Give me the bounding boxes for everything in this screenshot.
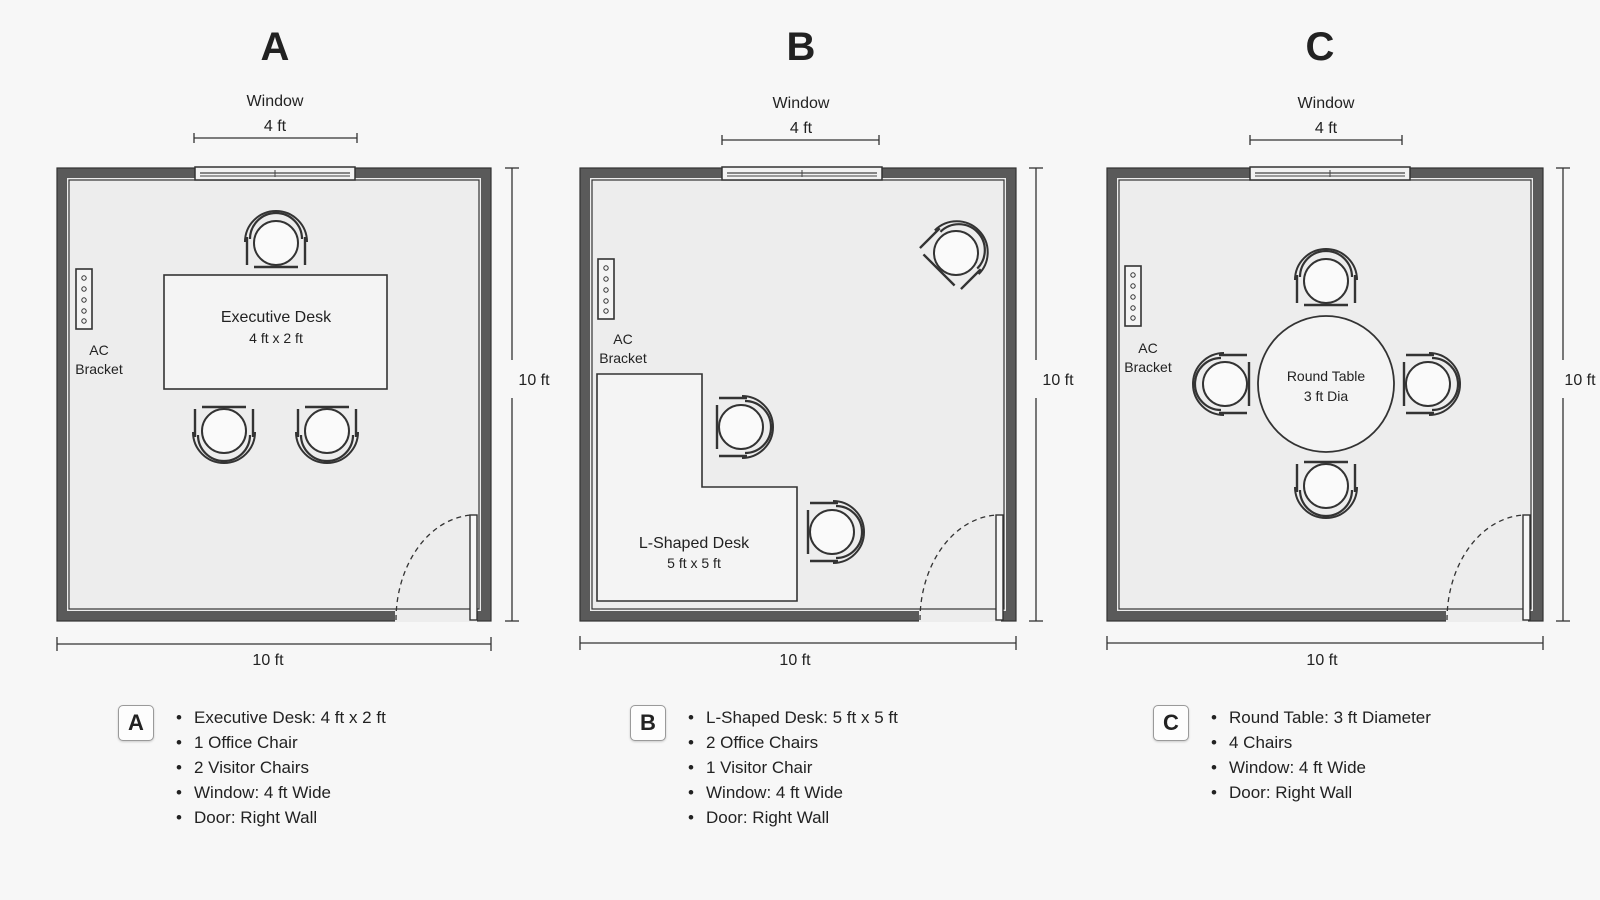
plan-c-ac-label-1: AC bbox=[1138, 340, 1157, 356]
plan-b-width-dimension bbox=[579, 636, 1017, 650]
plan-b-door bbox=[919, 514, 1004, 622]
plan-c-title: C bbox=[1306, 25, 1335, 69]
list-item: 4 Chairs bbox=[1211, 730, 1431, 755]
plan-b-window-label: Window bbox=[773, 95, 830, 112]
plan-b-desk-label-1: L-Shaped Desk bbox=[639, 535, 750, 552]
plan-c-legend-badge: C bbox=[1153, 705, 1189, 741]
plan-a-executive-desk bbox=[163, 274, 388, 390]
plan-b-height-dimension bbox=[1029, 167, 1043, 622]
plan-c-legend-list: Round Table: 3 ft Diameter 4 Chairs Wind… bbox=[1211, 705, 1431, 805]
plan-c-table-label-1: Round Table bbox=[1287, 368, 1366, 384]
plan-b-width-label: 10 ft bbox=[779, 652, 811, 669]
plan-c-round-table bbox=[1257, 315, 1395, 453]
plan-a-window-label: Window bbox=[247, 93, 304, 110]
plan-b-window bbox=[721, 166, 883, 181]
plan-a-ac-bracket bbox=[75, 268, 93, 330]
plan-a-desk-label-1: Executive Desk bbox=[221, 309, 332, 326]
plan-c-window bbox=[1249, 166, 1411, 181]
plan-b-title: B bbox=[787, 25, 816, 69]
plan-b-l-shaped-desk bbox=[596, 373, 798, 602]
plan-c-legend: C Round Table: 3 ft Diameter 4 Chairs Wi… bbox=[1153, 705, 1431, 805]
plan-a-legend-list: Executive Desk: 4 ft x 2 ft 1 Office Cha… bbox=[176, 705, 386, 830]
list-item: Door: Right Wall bbox=[1211, 780, 1431, 805]
list-item: Round Table: 3 ft Diameter bbox=[1211, 705, 1431, 730]
plan-c-ac-label-2: Bracket bbox=[1124, 359, 1172, 375]
plan-c-height-label: 10 ft bbox=[1564, 372, 1596, 389]
list-item: Window: 4 ft Wide bbox=[688, 780, 898, 805]
list-item: 1 Office Chair bbox=[176, 730, 386, 755]
list-item: Door: Right Wall bbox=[176, 805, 386, 830]
plan-b-ac-bracket bbox=[597, 258, 615, 320]
list-item: 2 Visitor Chairs bbox=[176, 755, 386, 780]
plan-b-height-label: 10 ft bbox=[1042, 372, 1074, 389]
plan-a-window-dimension bbox=[193, 133, 358, 143]
plan-b-window-dimension bbox=[721, 135, 880, 145]
plan-a-window bbox=[194, 166, 356, 181]
plan-a-legend-badge: A bbox=[118, 705, 154, 741]
plan-c-door bbox=[1446, 514, 1531, 622]
plan-c-window-label: Window bbox=[1298, 95, 1355, 112]
plan-b-legend-list: L-Shaped Desk: 5 ft x 5 ft 2 Office Chai… bbox=[688, 705, 898, 830]
plan-c-window-dimension bbox=[1249, 135, 1403, 145]
plan-b-ac-label-1: AC bbox=[613, 331, 632, 347]
plan-c: C Window 4 ft AC Bracket Round Table 3 f… bbox=[1106, 25, 1596, 669]
plan-a-ac-label-2: Bracket bbox=[75, 361, 123, 377]
plan-c-window-width: 4 ft bbox=[1315, 120, 1338, 137]
plan-c-table-label-2: 3 ft Dia bbox=[1304, 388, 1349, 404]
list-item: Window: 4 ft Wide bbox=[176, 780, 386, 805]
plan-b-legend: B L-Shaped Desk: 5 ft x 5 ft 2 Office Ch… bbox=[630, 705, 898, 830]
plan-a-width-dimension bbox=[56, 637, 492, 651]
list-item: Door: Right Wall bbox=[688, 805, 898, 830]
plan-a-legend: A Executive Desk: 4 ft x 2 ft 1 Office C… bbox=[118, 705, 386, 830]
plan-a-ac-label-1: AC bbox=[89, 342, 108, 358]
plan-a-height-dimension bbox=[505, 167, 519, 622]
plan-b-window-width: 4 ft bbox=[790, 120, 813, 137]
list-item: Executive Desk: 4 ft x 2 ft bbox=[176, 705, 386, 730]
plan-a-height-label: 10 ft bbox=[518, 372, 550, 389]
plan-c-width-label: 10 ft bbox=[1306, 652, 1338, 669]
plan-c-width-dimension bbox=[1106, 636, 1544, 650]
plan-c-ac-bracket bbox=[1124, 265, 1142, 327]
plan-a-title: A bbox=[261, 25, 290, 69]
plan-a-window-width: 4 ft bbox=[264, 118, 287, 135]
plan-a-desk-label-2: 4 ft x 2 ft bbox=[249, 330, 303, 346]
list-item: 2 Office Chairs bbox=[688, 730, 898, 755]
list-item: L-Shaped Desk: 5 ft x 5 ft bbox=[688, 705, 898, 730]
plan-b-legend-badge: B bbox=[630, 705, 666, 741]
list-item: Window: 4 ft Wide bbox=[1211, 755, 1431, 780]
list-item: 1 Visitor Chair bbox=[688, 755, 898, 780]
plan-a-door bbox=[395, 514, 478, 622]
plan-b-desk-label-2: 5 ft x 5 ft bbox=[667, 555, 721, 571]
plan-a-width-label: 10 ft bbox=[252, 652, 284, 669]
plan-b: B Window 4 ft AC Bracket L-Shaped Desk 5… bbox=[579, 25, 1074, 669]
plan-b-ac-label-2: Bracket bbox=[599, 350, 647, 366]
plan-c-height-dimension bbox=[1556, 167, 1570, 622]
plan-a: A Window 4 ft AC Bracket Executive Desk … bbox=[56, 25, 550, 669]
